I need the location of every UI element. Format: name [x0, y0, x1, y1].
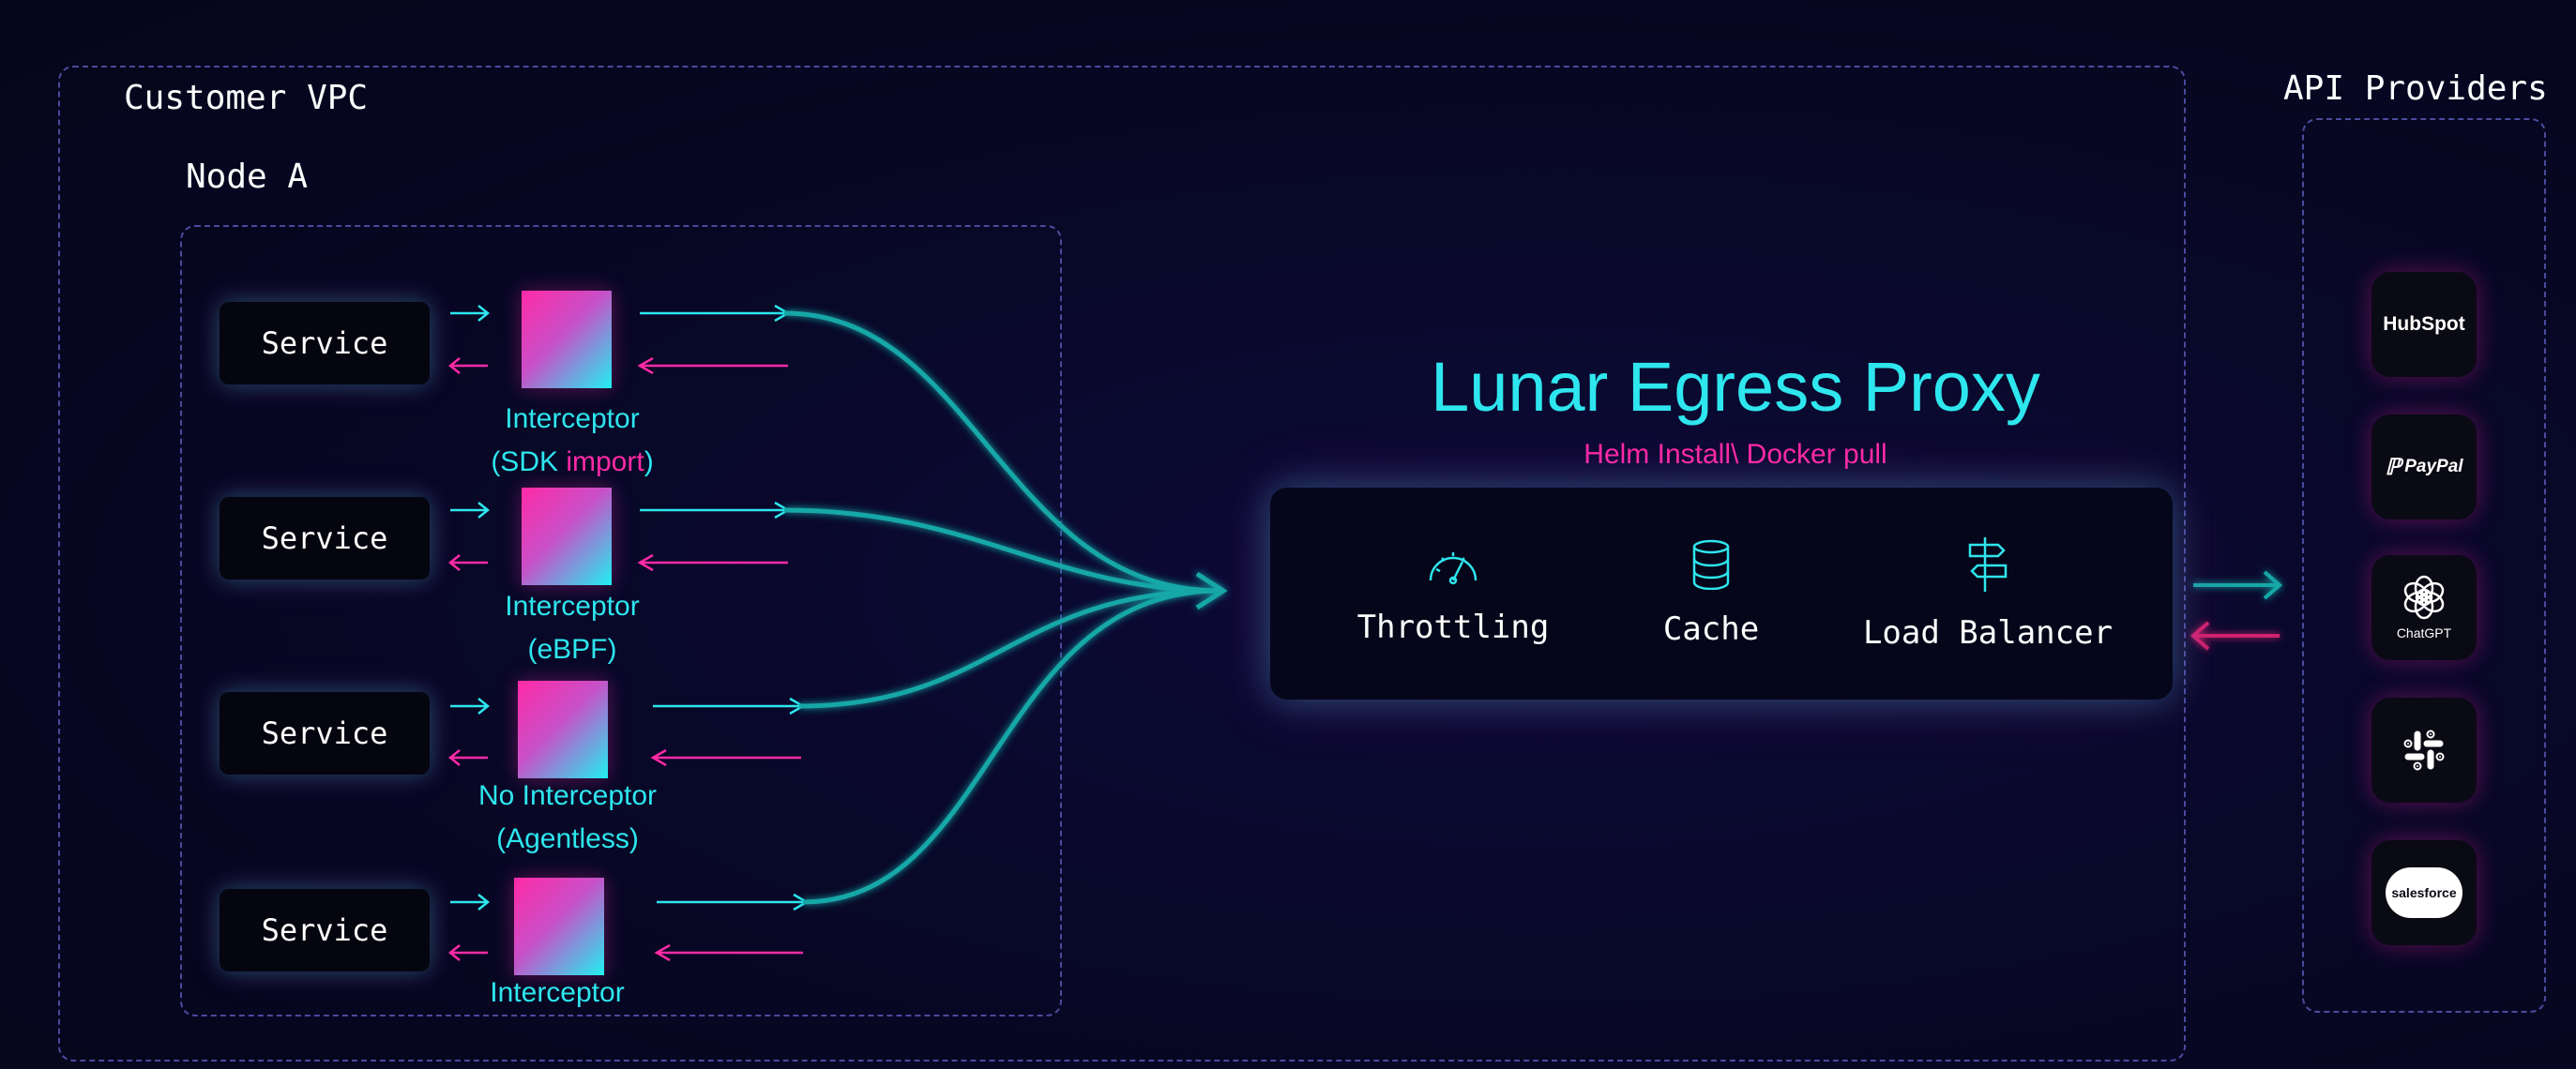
- feature-load-balancer[interactable]: Load Balancer: [1833, 488, 2143, 700]
- provider-paypal[interactable]: ℙ PayPal: [2371, 414, 2477, 519]
- customer-vpc-boundary: [58, 66, 2186, 1061]
- caption-text: ): [644, 446, 654, 477]
- database-icon: [1692, 539, 1730, 590]
- feature-label: Cache: [1662, 610, 1760, 648]
- caption-highlight: import: [566, 446, 644, 477]
- provider-hubspot[interactable]: HubSpot: [2371, 272, 2477, 377]
- hubspot-logo: HubSpot: [2383, 313, 2465, 335]
- service-4[interactable]: Service: [220, 889, 430, 971]
- provider-chatgpt[interactable]: ChatGPT: [2371, 555, 2477, 660]
- proxy-subtitle: Helm Install\ Docker pull: [1583, 439, 1887, 470]
- proxy-title: Lunar Egress Proxy: [1431, 348, 2040, 426]
- caption-line: Interceptor: [490, 977, 625, 1008]
- node-label: Node A: [186, 158, 309, 196]
- api-providers-boundary: [2302, 118, 2546, 1013]
- provider-arrows: [2190, 570, 2283, 651]
- signpost-icon: [1968, 537, 2008, 592]
- api-providers-label: API Providers: [2283, 69, 2548, 108]
- chatgpt-label: ChatGPT: [2396, 625, 2452, 640]
- service-3[interactable]: Service: [220, 692, 430, 775]
- salesforce-name: salesforce: [2391, 885, 2457, 900]
- feature-throttling[interactable]: Throttling: [1336, 488, 1570, 700]
- caption-line: Interceptor: [505, 403, 640, 434]
- interceptor-caption-4: Interceptor: [417, 971, 698, 1015]
- proxy-box: Throttling Cache Load Balancer: [1270, 488, 2173, 700]
- feature-label: Load Balancer: [1862, 614, 2114, 652]
- service-2[interactable]: Service: [220, 497, 430, 580]
- paypal-name: PayPal: [2404, 457, 2463, 476]
- interceptor-block-1: [522, 291, 612, 388]
- interceptor-block-2: [522, 488, 612, 585]
- feature-label: Throttling: [1356, 609, 1550, 646]
- customer-vpc-label: Customer VPC: [124, 79, 369, 117]
- caption-line: (eBPF): [527, 634, 617, 665]
- interceptor-block-4: [514, 878, 604, 975]
- gauge-icon: [1429, 552, 1477, 585]
- caption-line: No Interceptor: [477, 780, 658, 811]
- caption-text: (SDK: [491, 446, 567, 477]
- service-1[interactable]: Service: [220, 302, 430, 384]
- paypal-logo: ℙ PayPal: [2385, 454, 2462, 481]
- chatgpt-logo: [2403, 575, 2445, 620]
- paypal-p-icon: ℙ: [2385, 454, 2402, 480]
- interceptor-caption-2: Interceptor (eBPF): [432, 585, 713, 671]
- provider-slack[interactable]: [2371, 698, 2477, 803]
- interceptor-caption-3: No Interceptor (Agentless): [427, 775, 708, 861]
- interceptor-block-3: [518, 681, 608, 778]
- provider-salesforce[interactable]: salesforce: [2371, 840, 2477, 945]
- salesforce-logo: salesforce: [2386, 867, 2462, 918]
- slack-logo: [2403, 730, 2445, 771]
- caption-line: Interceptor: [505, 591, 640, 622]
- caption-line: (SDK import): [432, 441, 713, 484]
- caption-line: (Agentless): [496, 823, 639, 854]
- interceptor-caption-1: Interceptor (SDK import): [432, 398, 713, 484]
- feature-cache[interactable]: Cache: [1617, 488, 1805, 700]
